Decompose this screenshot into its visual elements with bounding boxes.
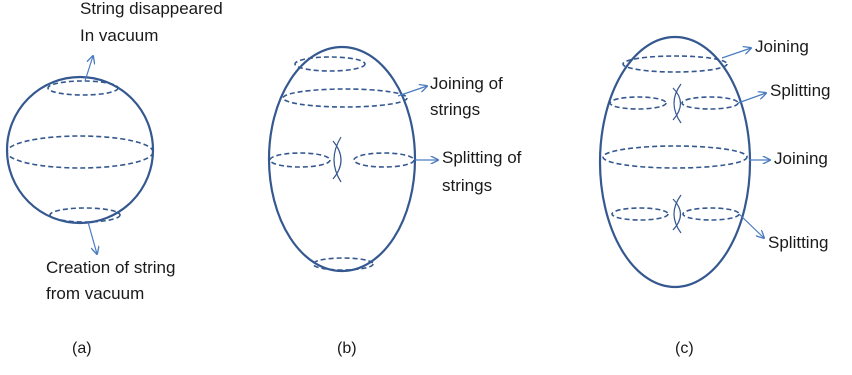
- panel-b-joining-arrow: [397, 86, 427, 97]
- panel-a-top-string-loop: [47, 80, 119, 96]
- panel-c-arrow-2: [737, 93, 766, 104]
- panel-c-split-loop-left-1: [609, 96, 667, 110]
- panel-a-bottom-string-loop: [49, 207, 121, 223]
- panel-b-caption: (b): [337, 340, 357, 357]
- panel-a-bottom-arrow: [87, 221, 97, 254]
- panel-a-bottom-label-line1: Creation of string: [46, 258, 176, 277]
- panel-a-sphere: [5, 75, 155, 225]
- panel-c-arrow-4: [738, 213, 764, 238]
- panel-a-sphere-group: [5, 56, 155, 254]
- panel-c-pants-curve-left-2: [673, 194, 682, 234]
- panel-b-surface: [267, 45, 417, 273]
- panel-a-caption: (a): [72, 340, 92, 357]
- panel-b-pants-curve-right: [332, 140, 342, 180]
- panel-c-pants-curve-left-1: [673, 83, 682, 124]
- panel-b-bottom-loop: [312, 257, 374, 271]
- panel-c-surface: [598, 35, 752, 289]
- panel-c-pants-curve-right-1: [672, 87, 682, 121]
- panel-c-label-splitting-bottom: Splitting: [768, 233, 829, 252]
- panel-c-joining-loop-top: [622, 55, 728, 73]
- panel-b-splitting-label-line2: strings: [442, 176, 493, 195]
- panel-c-caption: (c): [675, 340, 694, 357]
- panel-b-joining-label-line2: strings: [430, 100, 481, 119]
- panel-c-joining-loop-middle: [602, 145, 748, 169]
- panel-a-top-arrow: [84, 56, 93, 82]
- panel-a-top-label-line1: String disappeared: [80, 0, 223, 18]
- panel-c-label-joining-middle: Joining: [774, 149, 828, 168]
- panel-b-splitting-label-line1: Splitting of: [442, 148, 522, 167]
- panel-c-label-splitting-top: Splitting: [770, 81, 831, 100]
- panel-a-equator-loop: [6, 135, 154, 169]
- panel-c-label-joining-top: Joining: [755, 37, 809, 56]
- panel-c-split-loop-right-2: [682, 207, 740, 221]
- panel-b-joining-loop: [282, 88, 408, 108]
- panel-b-joining-label-line1: Joining of: [430, 74, 503, 93]
- panel-a-bottom-label-line2: from vacuum: [46, 284, 145, 303]
- panel-a-top-label-line2: In vacuum: [80, 26, 159, 45]
- panel-c-pants-curve-right-2: [672, 198, 682, 231]
- panel-c-surface-group: [598, 35, 770, 289]
- panel-b-top-loop: [294, 56, 366, 72]
- panel-c-split-loop-left-2: [611, 207, 669, 221]
- panel-b-split-loop-left: [269, 152, 331, 168]
- panel-b-surface-group: [267, 45, 438, 273]
- panel-c-split-loop-right-1: [681, 96, 739, 110]
- panel-b-split-loop-right: [353, 152, 415, 168]
- panel-c-arrow-1: [721, 48, 751, 59]
- panel-b-pants-curve-left: [333, 136, 342, 183]
